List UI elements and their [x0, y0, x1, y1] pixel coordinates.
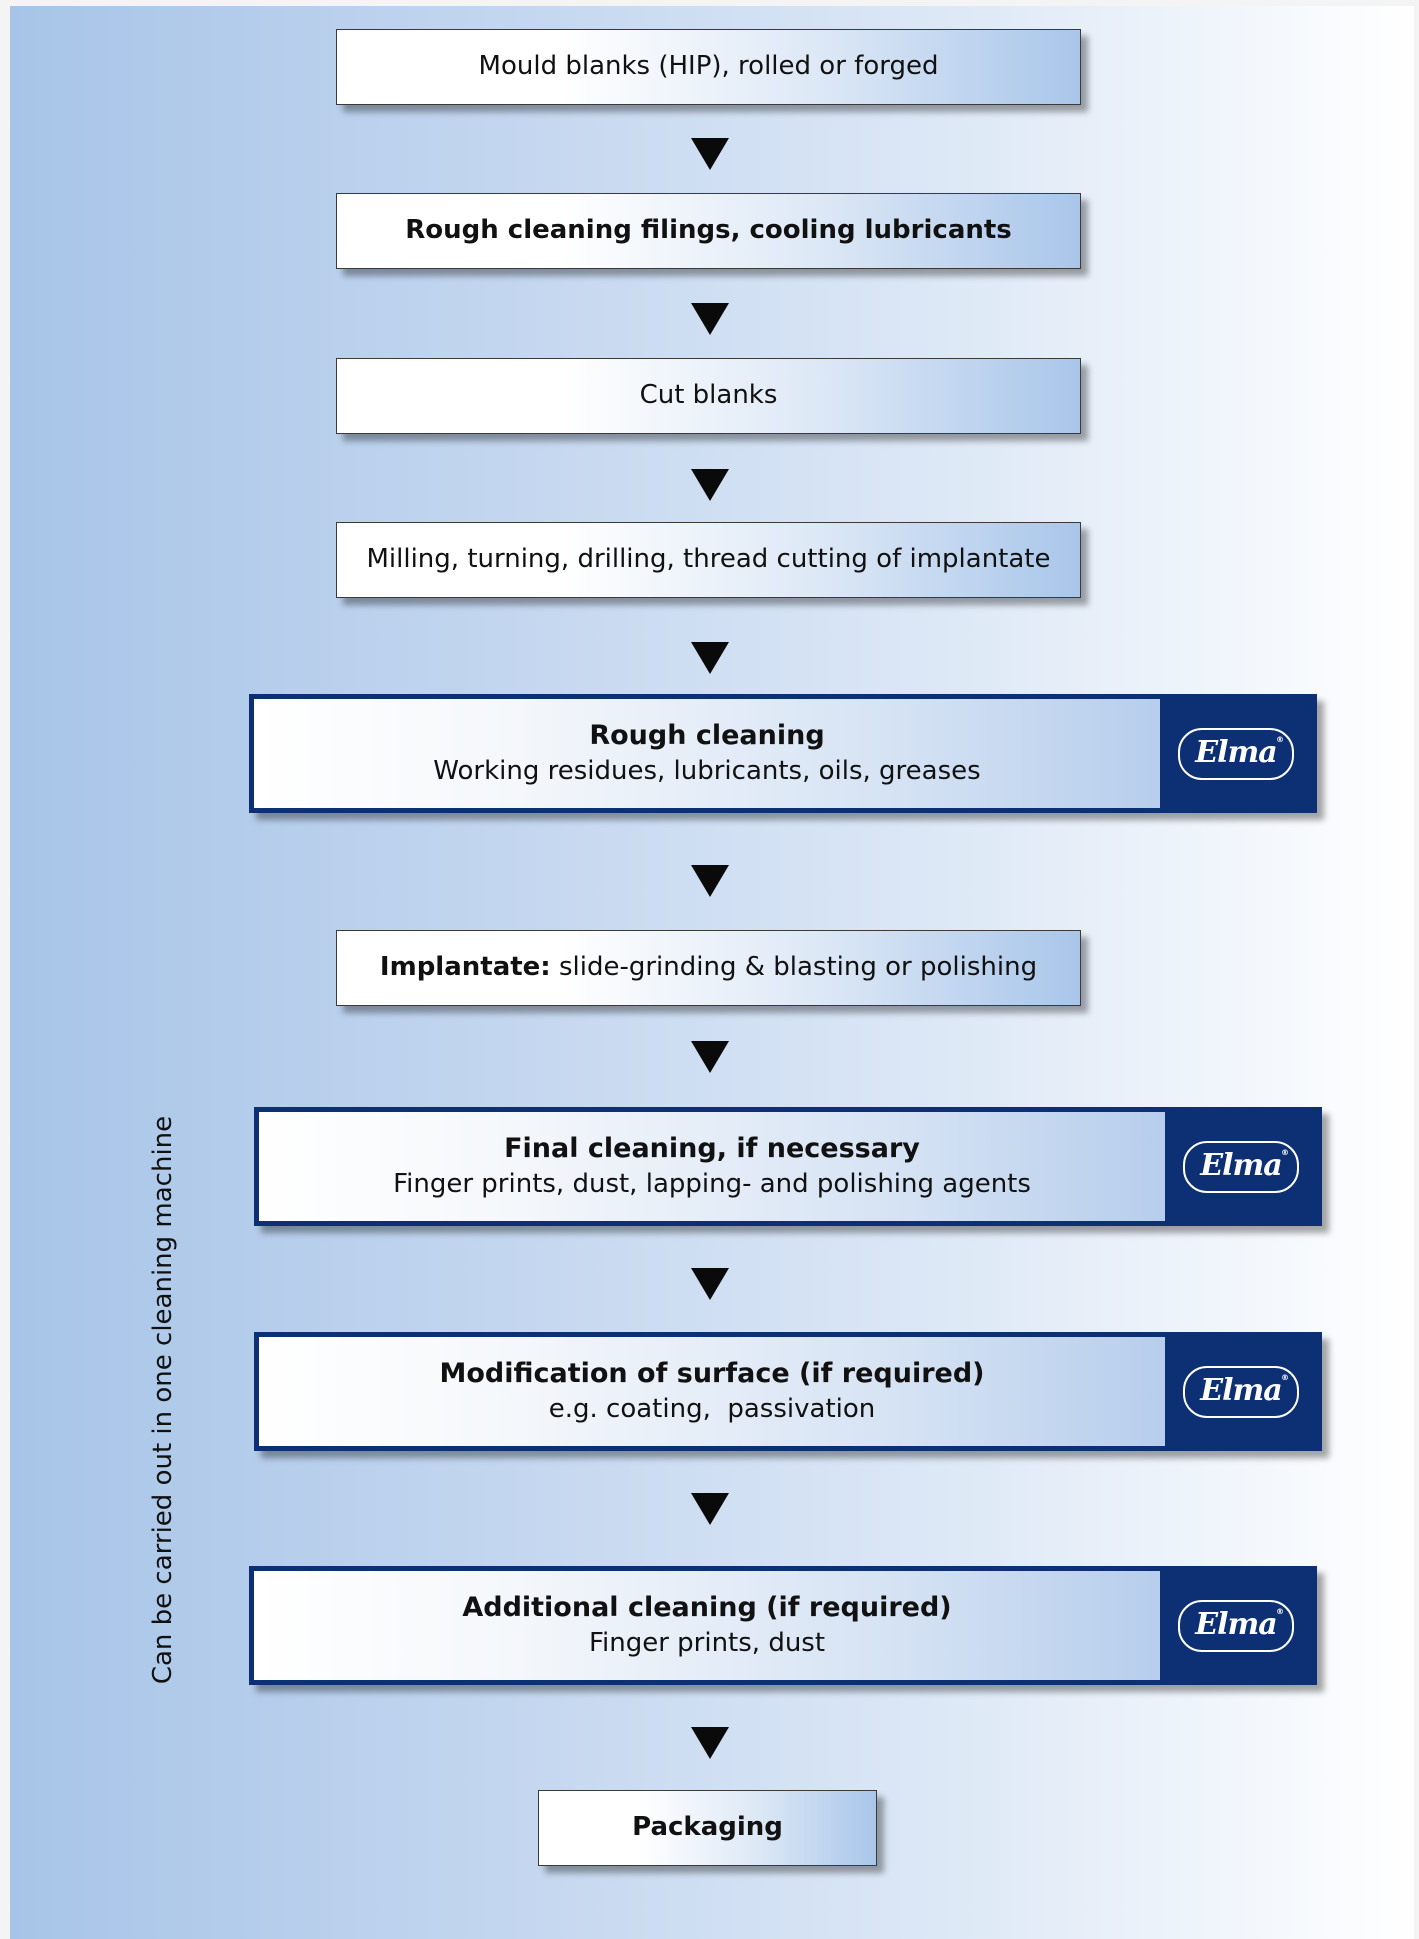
elma-logo-icon: Elma® [1183, 1140, 1299, 1193]
step-rough-cleaning-title: Rough cleaning [589, 719, 825, 751]
side-label: Can be carried out in one cleaning machi… [148, 1115, 178, 1685]
elma-logo-panel: Elma® [1160, 699, 1312, 808]
step-milling-turning: Milling, turning, drilling, thread cutti… [336, 522, 1081, 598]
down-triangle-icon [691, 865, 729, 897]
step-additional-cleaning: Additional cleaning (if required) Finger… [249, 1566, 1317, 1685]
elma-logo-panel: Elma® [1160, 1571, 1312, 1680]
step-implantate-grinding: Implantate: slide-grinding & blasting or… [336, 930, 1081, 1006]
step-rough-cleaning-filings-label: Rough cleaning filings, cooling lubrican… [405, 215, 1012, 246]
elma-logo-icon: Elma® [1178, 727, 1294, 780]
step-packaging: Packaging [538, 1790, 877, 1866]
elma-logo-icon: Elma® [1178, 1599, 1294, 1652]
step-modification-surface-title: Modification of surface (if required) [439, 1357, 985, 1389]
step-rough-cleaning-detail: Working residues, lubricants, oils, grea… [433, 756, 981, 787]
down-triangle-icon [691, 469, 729, 501]
step-additional-cleaning-title: Additional cleaning (if required) [462, 1591, 952, 1623]
step-modification-surface-detail: e.g. coating, passivation [548, 1394, 876, 1425]
step-additional-cleaning-detail: Finger prints, dust [588, 1628, 826, 1659]
step-final-cleaning-title: Final cleaning, if necessary [504, 1132, 920, 1164]
step-mould-blanks: Mould blanks (HIP), rolled or forged [336, 29, 1081, 105]
step-rough-cleaning-filings: Rough cleaning filings, cooling lubrican… [336, 193, 1081, 269]
step-cut-blanks-label: Cut blanks [639, 380, 778, 411]
step-mould-blanks-label: Mould blanks (HIP), rolled or forged [478, 51, 939, 82]
down-triangle-icon [691, 642, 729, 674]
step-final-cleaning: Final cleaning, if necessary Finger prin… [254, 1107, 1322, 1226]
step-cut-blanks: Cut blanks [336, 358, 1081, 434]
step-modification-surface: Modification of surface (if required) e.… [254, 1332, 1322, 1451]
step-rough-cleaning: Rough cleaning Working residues, lubrica… [249, 694, 1317, 813]
down-triangle-icon [691, 1727, 729, 1759]
step-packaging-label: Packaging [632, 1812, 783, 1843]
step-implantate-rest: slide-grinding & blasting or polishing [550, 952, 1038, 983]
down-triangle-icon [691, 1041, 729, 1073]
down-triangle-icon [691, 1268, 729, 1300]
elma-logo-icon: Elma® [1183, 1365, 1299, 1418]
elma-logo-panel: Elma® [1165, 1337, 1317, 1446]
step-implantate-bold: Implantate: [379, 952, 551, 983]
down-triangle-icon [691, 303, 729, 335]
step-final-cleaning-detail: Finger prints, dust, lapping- and polish… [393, 1169, 1031, 1200]
down-triangle-icon [691, 138, 729, 170]
elma-logo-panel: Elma® [1165, 1112, 1317, 1221]
step-milling-turning-label: Milling, turning, drilling, thread cutti… [366, 544, 1051, 575]
down-triangle-icon [691, 1493, 729, 1525]
